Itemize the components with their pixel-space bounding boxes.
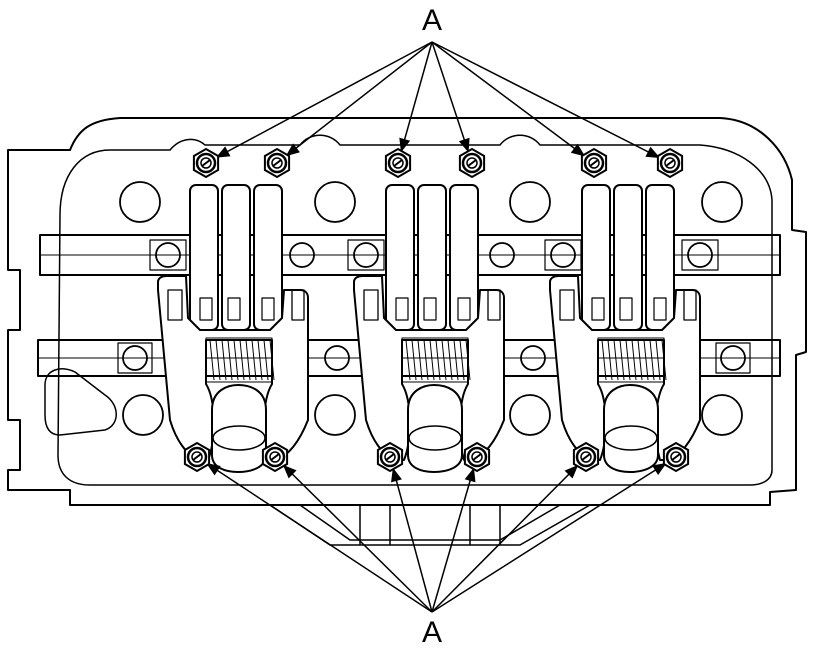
rocker-finger — [385, 184, 415, 331]
rocker-assembly — [157, 184, 309, 473]
leader-line — [431, 463, 666, 613]
leader-line — [207, 463, 433, 613]
callout-label-top: A — [422, 4, 443, 37]
leader-line — [431, 41, 585, 156]
spring-coil — [597, 337, 667, 383]
arrowhead — [282, 464, 297, 479]
rocker-finger — [189, 184, 219, 331]
leader-line — [392, 469, 433, 613]
arrowhead — [458, 137, 470, 153]
bolt-icon — [384, 147, 412, 179]
rocker-window — [199, 297, 213, 321]
rocker-assembly — [549, 184, 701, 473]
rocker-finger — [613, 184, 643, 331]
head-inner-contour — [57, 134, 773, 486]
plug-tube — [407, 384, 463, 473]
arrowhead — [570, 143, 586, 157]
spring-coil — [401, 337, 471, 383]
bolt-icon — [261, 441, 289, 473]
rocker-arm-assemblies — [157, 184, 701, 473]
callout-arrows — [206, 41, 667, 613]
rocker-window — [423, 297, 437, 321]
arrowhead — [645, 146, 661, 159]
rocker-window — [619, 297, 633, 321]
rocker-assembly — [353, 184, 505, 473]
leader-line — [286, 41, 433, 156]
bolt-icon — [662, 441, 690, 473]
rocker-finger — [417, 184, 447, 331]
leader-line — [431, 465, 578, 613]
leader-line — [431, 469, 475, 613]
rocker-finger — [645, 184, 675, 331]
rocker-window — [653, 297, 667, 321]
callout-label-bottom: A — [422, 616, 443, 649]
leader-line — [400, 41, 433, 151]
rocker-window — [457, 297, 471, 321]
leader-line — [431, 41, 469, 151]
bolt-icon — [656, 147, 684, 179]
rocker-finger — [253, 184, 283, 331]
bolt-icon — [580, 147, 608, 179]
spring-coil — [205, 337, 275, 383]
arrowhead — [399, 137, 411, 153]
arrowhead — [215, 146, 231, 158]
bolt-icon — [463, 441, 491, 473]
leader-line — [283, 465, 433, 613]
bolt-icon — [263, 147, 291, 179]
bolt-icon — [572, 441, 600, 473]
rocker-finger — [221, 184, 251, 331]
lower-skirt — [269, 504, 591, 546]
bolt-icon — [192, 147, 220, 179]
arrowhead — [206, 463, 221, 476]
bolts — [183, 147, 690, 473]
arrowhead — [564, 464, 579, 479]
arrowhead — [285, 143, 300, 157]
rocker-finger — [449, 184, 479, 331]
arrowhead — [652, 462, 667, 476]
head-outline — [7, 117, 807, 506]
rocker-window — [261, 297, 275, 321]
leader-line — [431, 41, 659, 158]
leader-line — [217, 41, 433, 158]
bolt-icon — [183, 441, 211, 473]
rocker-window — [395, 297, 409, 321]
arrowhead — [391, 467, 402, 483]
rocker-finger — [581, 184, 611, 331]
plug-tube — [603, 384, 659, 473]
arrowhead — [464, 467, 476, 483]
plug-tube — [211, 384, 267, 473]
bolt-icon — [458, 147, 486, 179]
left-port — [44, 368, 117, 436]
bolt-icon — [376, 441, 404, 473]
rocker-window — [591, 297, 605, 321]
head-bosses — [117, 181, 751, 436]
rocker-window — [227, 297, 241, 321]
